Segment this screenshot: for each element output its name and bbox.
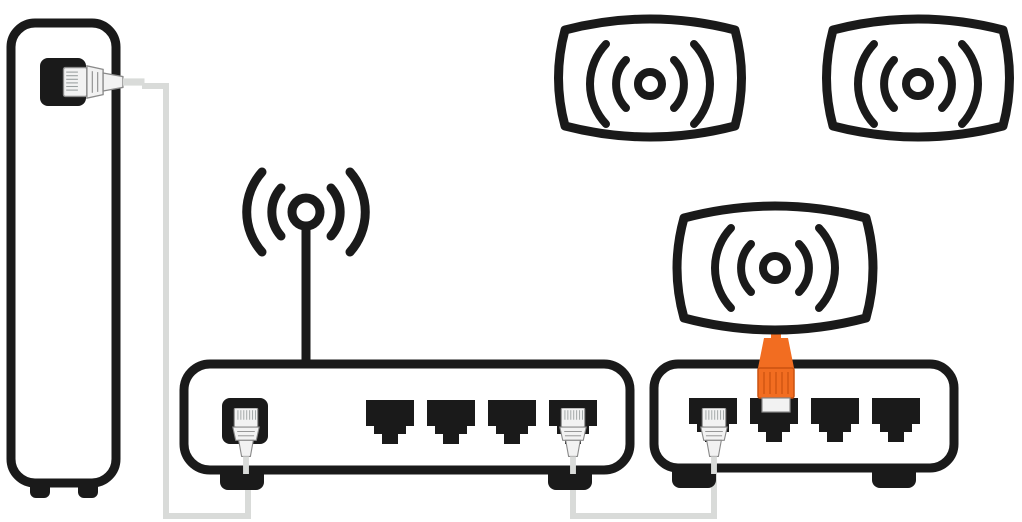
antenna-icon bbox=[247, 172, 366, 360]
orange-connector-boot bbox=[758, 338, 794, 368]
access-point-top-left bbox=[559, 19, 742, 137]
access-point-top-right bbox=[827, 19, 1010, 137]
switch bbox=[654, 364, 954, 488]
orange-connector-tip bbox=[762, 398, 790, 412]
modem bbox=[11, 23, 145, 498]
router bbox=[184, 172, 630, 490]
